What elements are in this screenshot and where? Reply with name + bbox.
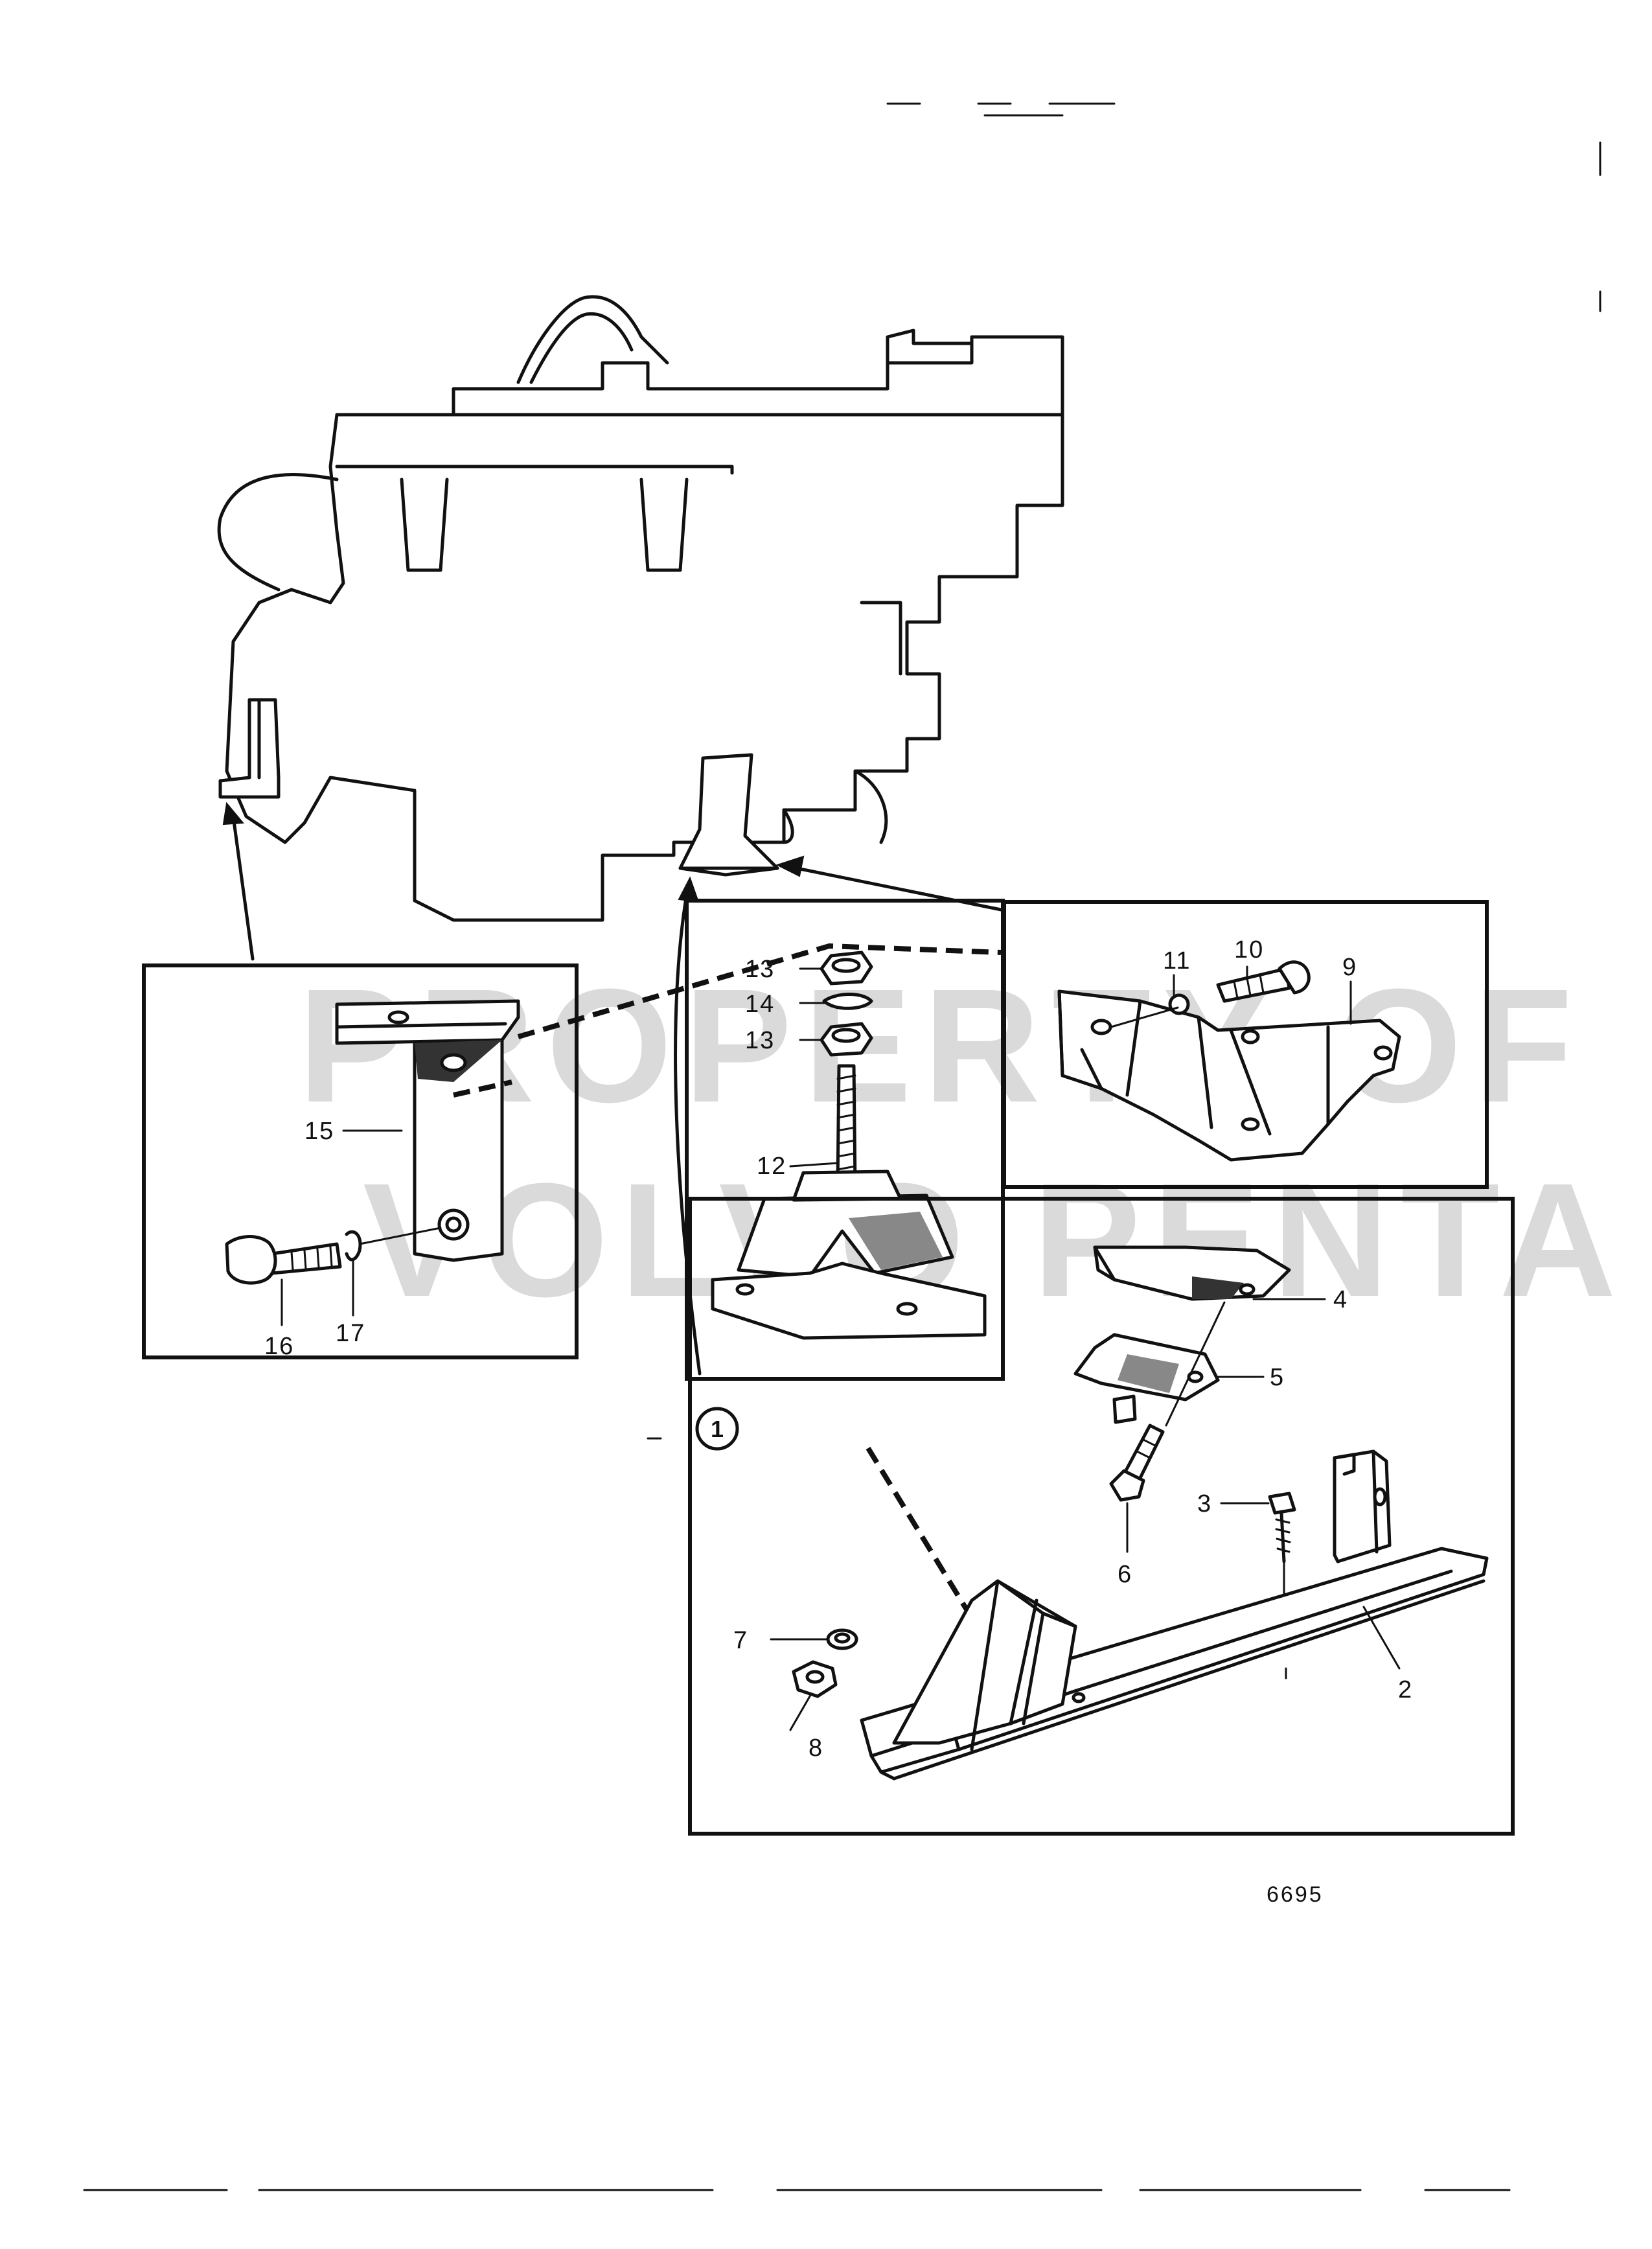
callout-12: 12 [757,1153,786,1180]
callout-13-lower: 13 [745,1027,775,1054]
callout-8: 8 [809,1735,823,1762]
detail-box-mount-12: 13 14 13 12 [685,899,1005,1381]
dashed-connectors [453,943,1002,1641]
callout-7: 7 [733,1627,748,1654]
callout-13-top: 13 [745,956,775,983]
callout-16: 16 [264,1333,294,1360]
callout-17: 17 [336,1320,365,1347]
callout-5: 5 [1270,1364,1285,1391]
engine-outline [217,295,1064,922]
watermark-line-2: VOLVO PENTA [363,1149,1628,1330]
callout-9: 9 [1342,954,1357,981]
detail-marker-label: 1 [711,1416,724,1442]
detail-frame-lower-right [688,1197,1515,1836]
callout-10: 10 [1234,936,1264,963]
detail-box-bracket-9: 11 10 9 [1002,900,1489,1189]
callout-3: 3 [1197,1490,1212,1517]
callout-15: 15 [304,1118,334,1145]
detail-marker [695,1407,739,1451]
scan-marks [83,102,1601,2191]
callout-2: 2 [1398,1676,1413,1703]
figure-number: 6695 [1267,1882,1324,1907]
callout-6: 6 [1118,1561,1132,1588]
callout-4: 4 [1333,1286,1348,1313]
detail-box-frame-rail: 1 4 5 6 3 [647,1197,1515,1836]
callout-11: 11 [1163,947,1191,975]
callout-14: 14 [745,991,775,1018]
detail-box-bracket-15: 15 16 17 [142,963,579,1360]
detail-frame-left [142,963,579,1359]
detail-frame-upper-right [1002,900,1489,1189]
